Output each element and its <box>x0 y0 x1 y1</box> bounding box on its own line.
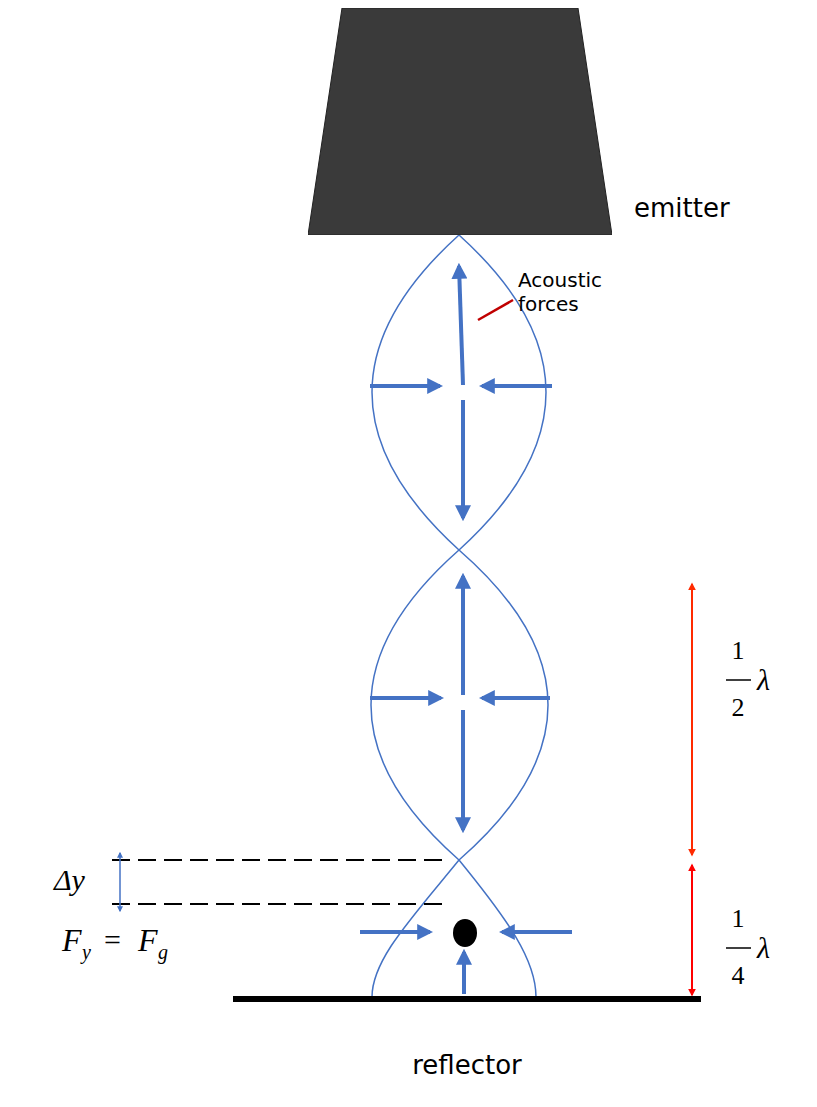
force-symbol: F <box>138 921 158 959</box>
fraction-numerator: 1 <box>732 903 745 934</box>
reflector-plate: reflector <box>233 996 701 1002</box>
leader-line <box>478 300 513 320</box>
emitter-label: emitter <box>634 193 730 223</box>
displacement-label: Δy <box>54 862 85 898</box>
fraction-denominator: 4 <box>732 960 745 991</box>
equals-sign: = <box>104 922 121 958</box>
callout-label: Acoustic forces <box>518 268 618 316</box>
dashed-reference-lines <box>112 860 450 904</box>
pressure-lobes <box>371 235 548 997</box>
force-subscript: y <box>82 940 91 964</box>
force-symbol: F <box>62 921 82 959</box>
wavelength-symbol: λ <box>757 662 770 698</box>
levitated-particle <box>453 919 477 947</box>
reflector-label: reflector <box>412 1050 522 1080</box>
wavelength-symbol: λ <box>757 930 770 966</box>
emitter-transducer: emitter <box>308 8 612 235</box>
fraction-bar <box>726 947 751 949</box>
fraction-numerator: 1 <box>732 635 745 666</box>
delta-y-arrow <box>119 853 121 911</box>
force-subscript: g <box>158 940 168 964</box>
fraction-bar <box>726 679 751 681</box>
quarter-wavelength-dimension <box>691 865 693 995</box>
force-arrows <box>360 266 572 994</box>
fraction-denominator: 2 <box>732 692 745 723</box>
trapezoid-outline <box>308 8 612 235</box>
half-wavelength-dimension <box>691 584 693 855</box>
